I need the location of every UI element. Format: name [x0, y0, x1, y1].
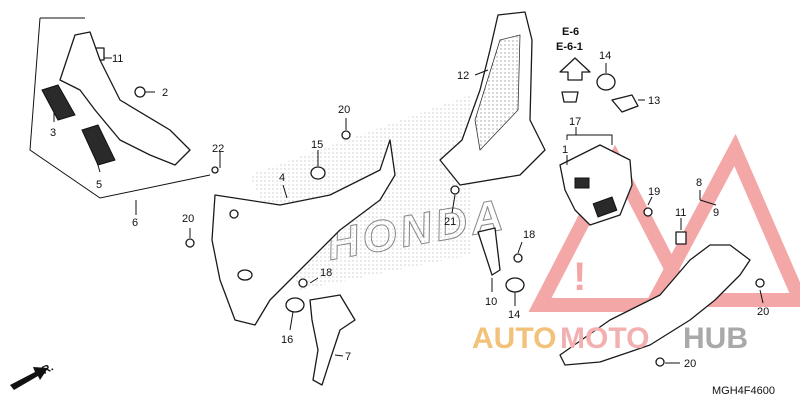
callout-20: 20 — [338, 104, 350, 116]
part-4-cover — [211, 139, 396, 326]
callout-20: 20 — [182, 213, 194, 225]
group-6-bracket — [29, 17, 211, 199]
callout-18: 18 — [523, 229, 535, 241]
part-code: MGH4F4600 — [712, 385, 775, 397]
callout-19: 19 — [648, 186, 660, 198]
callout-18: 18 — [320, 267, 332, 279]
part-9-cover — [559, 244, 751, 366]
part-14-grommet-a — [596, 73, 616, 91]
callout-15: 15 — [311, 139, 323, 151]
svg-text:FR.: FR. — [34, 361, 55, 379]
callout-6: 6 — [132, 217, 138, 229]
watermark-moto: MOTO — [560, 322, 649, 355]
callout-14: 14 — [599, 50, 611, 62]
part-16-grommet — [285, 297, 305, 313]
ref-code-e6-1: E-6-1 — [556, 41, 583, 53]
part-1-bracket — [559, 144, 633, 226]
part-7-stay — [309, 294, 356, 386]
callout-11: 11 — [675, 207, 686, 219]
part-18-bolt-b — [513, 253, 523, 263]
part-3-pad — [41, 84, 76, 121]
callout-16: 16 — [281, 334, 293, 346]
callout-9: 9 — [713, 207, 719, 219]
watermark-logo: ! — [528, 133, 800, 312]
callout-22: 22 — [212, 143, 224, 155]
svg-text:!: ! — [573, 255, 586, 299]
part-20-bolt-d — [655, 357, 665, 367]
callout-1: 1 — [562, 144, 568, 156]
front-arrow: FR. — [10, 361, 55, 390]
callouts: 11 2 3 5 6 22 20 20 15 4 18 16 7 12 21 1… — [50, 26, 769, 370]
callout-5: 5 — [96, 179, 102, 191]
part-13-bracket — [611, 94, 639, 113]
part-20-bolt-b — [185, 238, 195, 248]
callout-8: 8 — [696, 177, 702, 189]
part-19-bolt — [643, 207, 653, 217]
callout-20: 20 — [757, 306, 769, 318]
callout-11: 11 — [112, 53, 123, 65]
part-22-bolt — [211, 166, 219, 174]
watermark-auto: AUTO — [472, 322, 556, 355]
part-11-clip-b — [675, 231, 687, 245]
leader-lines — [53, 57, 764, 364]
callout-7: 7 — [345, 351, 351, 363]
callout-10: 10 — [485, 296, 497, 308]
part-18-bolt-a — [298, 278, 308, 288]
part-15-grommet — [310, 166, 326, 180]
callout-21: 21 — [444, 216, 456, 228]
watermark-hub: HUB — [683, 322, 748, 355]
watermark-text: AUTO MOTO HUB — [472, 322, 748, 355]
part-5-pad — [81, 124, 116, 166]
part-21-clip — [450, 185, 460, 195]
callout-12: 12 — [457, 70, 469, 82]
part-4-grommet — [237, 269, 253, 281]
ref-arrow — [559, 57, 591, 81]
part-2-nut — [134, 86, 146, 98]
callout-3: 3 — [50, 127, 56, 139]
callout-4: 4 — [279, 172, 285, 184]
callout-2: 2 — [162, 87, 168, 99]
callout-17: 17 — [569, 116, 581, 128]
part-bolt-e6 — [561, 91, 579, 103]
callout-20: 20 — [684, 358, 696, 370]
callout-14: 14 — [508, 309, 520, 321]
part-10-bracket — [477, 227, 501, 276]
part-20-bolt-c — [755, 278, 765, 288]
part-upper-stay — [59, 31, 191, 166]
ref-code-e6: E-6 — [562, 26, 579, 38]
part-14-grommet-b — [505, 277, 525, 293]
callout-13: 13 — [648, 95, 660, 107]
part-20-bolt-a — [341, 130, 351, 140]
